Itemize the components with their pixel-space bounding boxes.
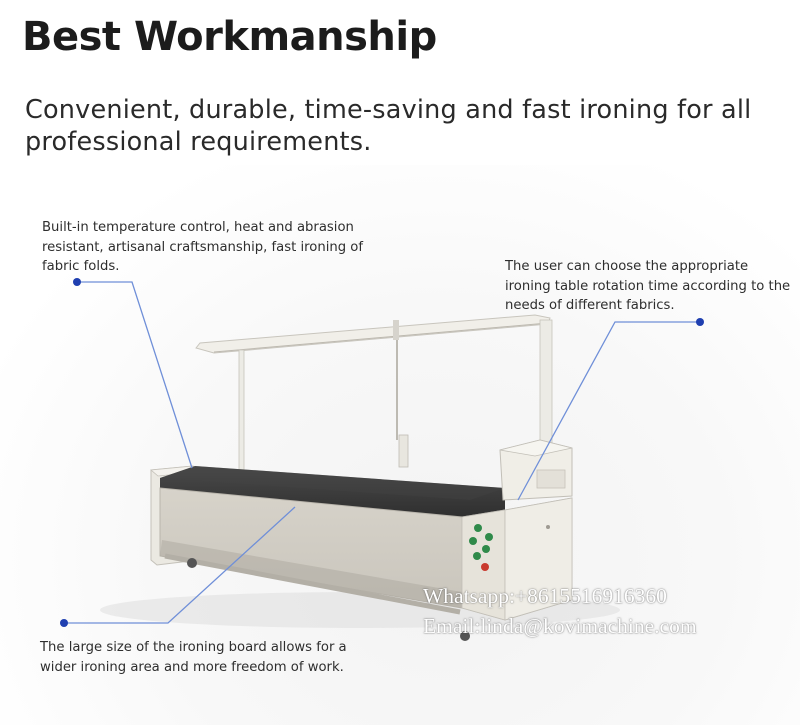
overhead-frame [195,314,553,471]
leader-line-bottom-left [64,506,296,624]
control-cabinet [461,439,573,621]
control-button-2 [485,533,493,541]
front-wheel [187,558,197,568]
front-panel [159,487,470,641]
callout-large-board: The large size of the ironing board allo… [40,640,347,675]
watermark-email: Email:linda@kovimachine.com [423,614,697,638]
marker-dot-top-left [73,278,81,286]
callout-rotation-time: The user can choose the appropriate iron… [505,259,791,313]
page-title: Best Workmanship [22,14,437,60]
control-button-3 [469,537,477,545]
page-subtitle: Convenient, durable, time-saving and fas… [25,95,752,157]
leader-line-top-right [517,321,700,501]
control-button-1 [474,524,482,532]
watermark-whatsapp: Whatsapp:+8615516916360 [423,584,667,608]
ironing-belt [160,466,505,517]
leader-lines [64,281,700,624]
right-wheel [460,631,470,641]
leader-line-top-left [77,281,193,469]
control-button-5 [473,552,481,560]
control-button-4 [482,545,490,553]
marker-dot-top-right [696,318,704,326]
callout-temperature-control: Built-in temperature control, heat and a… [42,220,364,274]
emergency-button [481,563,489,571]
marker-dot-bottom-left [60,619,68,627]
